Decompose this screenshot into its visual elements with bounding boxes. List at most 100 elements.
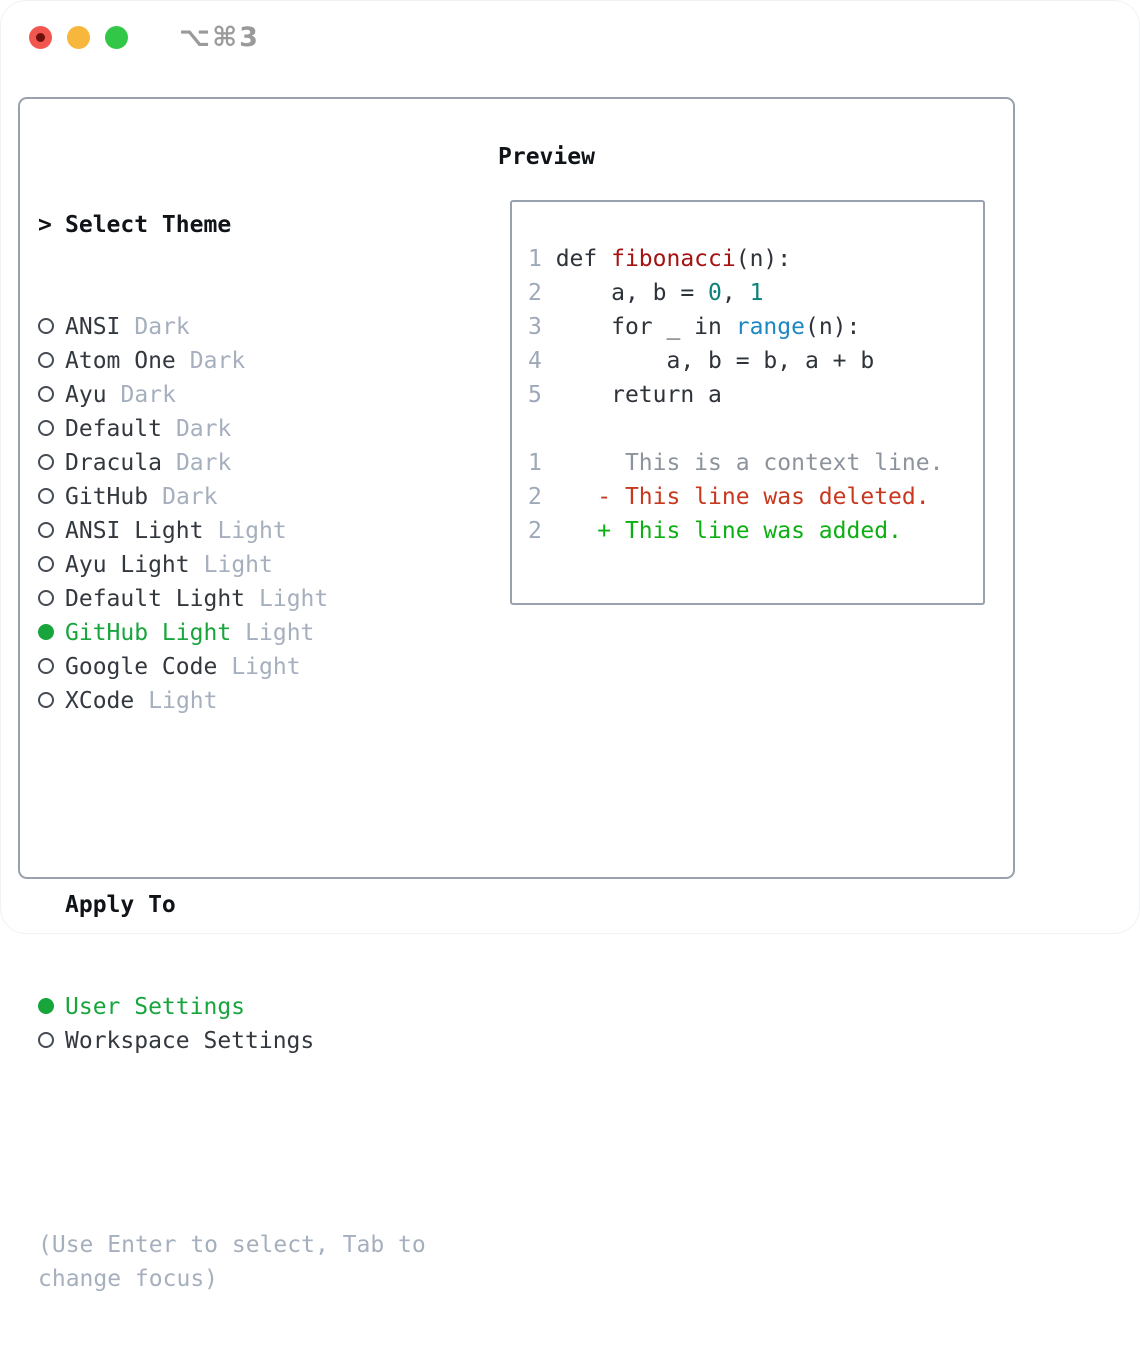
- code-segment-call: range: [735, 314, 805, 340]
- theme-option-label: GitHub Light: [65, 620, 232, 646]
- code-segment-function: fibonacci: [611, 246, 736, 272]
- code-segment-code: a, b =: [555, 280, 709, 306]
- theme-option-label: XCode: [65, 688, 135, 714]
- radio-icon: [38, 692, 54, 708]
- theme-variant-label: Dark: [120, 382, 176, 408]
- theme-variant-label: Light: [148, 688, 218, 714]
- close-button[interactable]: [29, 26, 52, 49]
- theme-variant-label: Dark: [175, 450, 232, 476]
- theme-variant-label: Dark: [134, 314, 190, 340]
- code-segment-deleted: - This line was deleted.: [555, 484, 930, 510]
- radio-icon: [38, 488, 54, 504]
- radio-marker: [38, 344, 65, 378]
- minimize-button[interactable]: [67, 26, 90, 49]
- code-segment-code: def: [555, 246, 612, 272]
- apply-to-option-label: Workspace Settings: [65, 1028, 315, 1054]
- theme-option[interactable]: GitHub Dark: [38, 480, 426, 514]
- radio-icon: [38, 420, 54, 436]
- select-theme-header: > Select Theme: [38, 208, 426, 242]
- code-line: 2 - This line was deleted.: [528, 480, 983, 514]
- radio-icon: [38, 454, 54, 470]
- theme-option-label: Default Light: [65, 586, 246, 612]
- radio-marker: [38, 412, 65, 446]
- theme-option[interactable]: XCode Light: [38, 684, 426, 718]
- apply-to-option[interactable]: User Settings: [38, 990, 426, 1024]
- code-segment-context: This is a context line.: [555, 450, 944, 476]
- radio-marker: [38, 548, 65, 582]
- radio-icon: [38, 318, 54, 334]
- line-number: 1: [528, 450, 556, 476]
- theme-variant-label: Dark: [175, 416, 232, 442]
- code-line: 4 a, b = b, a + b: [528, 344, 983, 378]
- line-number: 2: [528, 518, 556, 544]
- radio-marker: [38, 650, 65, 684]
- theme-option-label: ANSI Light: [65, 518, 204, 544]
- theme-option-label: Google Code: [65, 654, 218, 680]
- title-bar: ⌥⌘3: [29, 22, 260, 53]
- line-number: 5: [528, 382, 556, 408]
- code-line: 2 a, b = 0, 1: [528, 276, 983, 310]
- apply-to-option-label: User Settings: [65, 994, 246, 1020]
- code-segment-code: (n):: [735, 246, 792, 272]
- theme-option[interactable]: Ayu Light Light: [38, 548, 426, 582]
- line-number: 4: [528, 348, 556, 374]
- theme-option-label: Atom One: [65, 348, 176, 374]
- theme-variant-label: Dark: [162, 484, 218, 510]
- code-segment-code: return a: [555, 382, 722, 408]
- radio-marker: [38, 378, 65, 412]
- code-segment-number: 1: [749, 280, 764, 306]
- code-line: 1 def fibonacci(n):: [528, 242, 983, 276]
- theme-variant-label: Light: [203, 552, 273, 578]
- radio-icon: [38, 1032, 54, 1048]
- radio-marker: [38, 582, 65, 616]
- theme-option-label: GitHub: [65, 484, 149, 510]
- theme-option-label: Ayu Light: [65, 552, 190, 578]
- theme-variant-label: Dark: [189, 348, 246, 374]
- line-number: 2: [528, 280, 556, 306]
- code-line: 3 for _ in range(n):: [528, 310, 983, 344]
- radio-selected-icon: [38, 998, 54, 1014]
- apply-to-option[interactable]: Workspace Settings: [38, 1024, 426, 1058]
- code-segment-number: 0: [708, 280, 722, 306]
- code-segment-code: ,: [721, 280, 750, 306]
- preview-label: Preview: [498, 144, 595, 170]
- theme-option[interactable]: Atom One Dark: [38, 344, 426, 378]
- code-line: 2 + This line was added.: [528, 514, 983, 548]
- zoom-button[interactable]: [105, 26, 128, 49]
- hint-line: (Use Enter to select, Tab to: [38, 1232, 426, 1258]
- unsaved-changes-dot-icon: [36, 33, 45, 42]
- line-number: 2: [528, 484, 556, 510]
- radio-marker: [38, 684, 65, 718]
- radio-icon: [38, 658, 54, 674]
- select-theme-label: Select Theme: [65, 212, 232, 238]
- spacer-row: [38, 1126, 426, 1160]
- code-line: 5 return a: [528, 378, 983, 412]
- radio-marker: [38, 446, 65, 480]
- radio-marker: [38, 310, 65, 344]
- radio-icon: [38, 386, 54, 402]
- spacer-row: [38, 786, 426, 820]
- window-title-shortcut: ⌥⌘3: [179, 22, 260, 53]
- radio-marker: [38, 1024, 65, 1058]
- code-segment-code: a, b = b, a + b: [555, 348, 875, 374]
- theme-option[interactable]: Google Code Light: [38, 650, 426, 684]
- radio-icon: [38, 522, 54, 538]
- apply-to-label: Apply To: [65, 892, 176, 918]
- radio-marker: [38, 480, 65, 514]
- radio-marker: [38, 990, 65, 1024]
- radio-marker: [38, 616, 65, 650]
- theme-variant-label: Light: [231, 654, 301, 680]
